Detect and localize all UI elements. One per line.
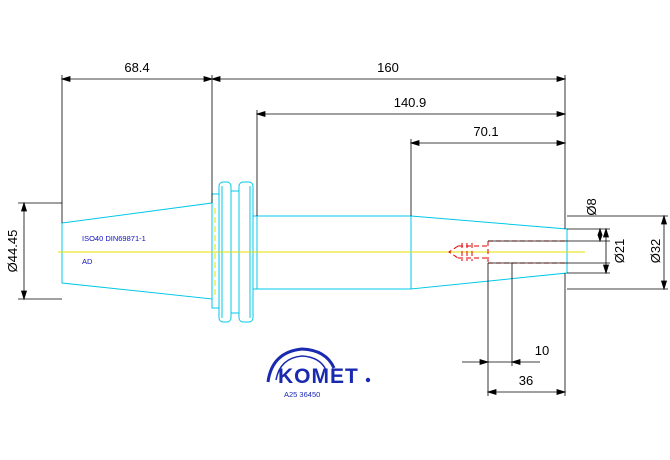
logo-brand-text: KOMET xyxy=(278,365,359,388)
article-code: A25 36450 xyxy=(284,390,320,399)
logo-registered-mark xyxy=(365,377,371,383)
standard-note: ISO40 DIN69871-1 xyxy=(82,234,146,243)
dim-depth-bore: 36 xyxy=(519,373,533,388)
dim-dia-small: Ø8 xyxy=(584,198,599,215)
logo-arc xyxy=(266,347,336,383)
komet-logo: KOMET A25 36450 xyxy=(266,347,371,399)
dim-dia-bore: Ø21 xyxy=(612,239,627,264)
dim-length-nose: 70.1 xyxy=(473,124,498,139)
dim-length-taper: 68.4 xyxy=(124,60,149,75)
dim-length-total: 160 xyxy=(377,60,399,75)
dimension-lines xyxy=(18,75,668,396)
taper-body xyxy=(61,202,213,300)
dim-dia-flange: Ø44.45 xyxy=(5,230,20,273)
dim-length-shank: 140.9 xyxy=(394,95,427,110)
dim-depth-small: 10 xyxy=(535,343,549,358)
variant-note: AD xyxy=(82,257,93,266)
dim-dia-shank: Ø32 xyxy=(648,239,663,264)
